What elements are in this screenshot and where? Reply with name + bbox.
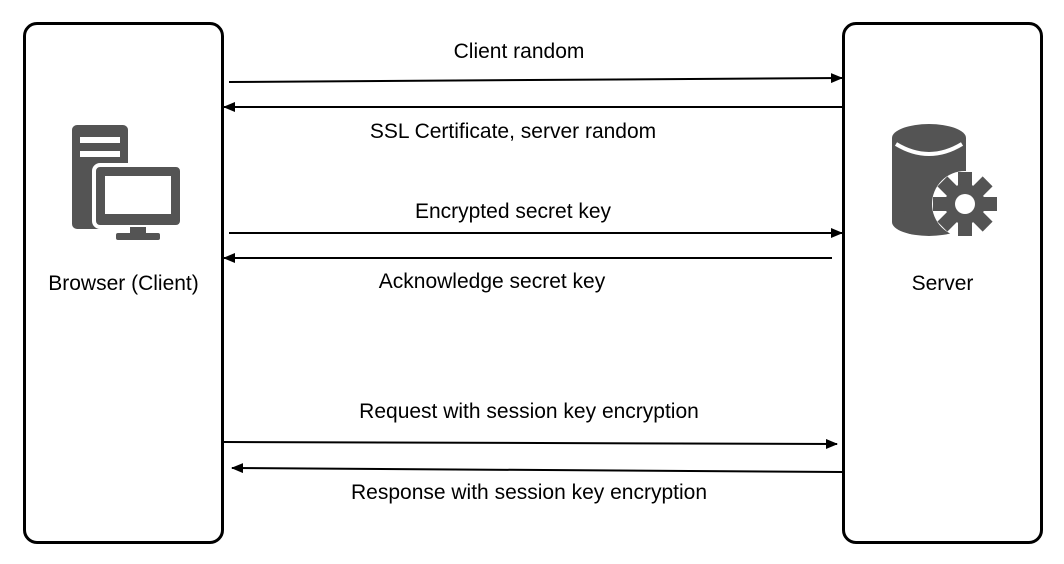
computer-icon xyxy=(72,125,182,240)
message-arrow-5 xyxy=(223,438,838,449)
message-arrow-1 xyxy=(228,73,843,84)
message-label-3: Encrypted secret key xyxy=(414,200,612,223)
client-node: Browser (Client) xyxy=(23,22,224,544)
message-label-6: Response with session key encryption xyxy=(350,481,708,504)
database-gear-icon xyxy=(892,124,998,237)
server-label: Server xyxy=(911,272,974,295)
message-label-5: Request with session key encryption xyxy=(359,400,699,423)
message-label-1: Client random xyxy=(453,40,585,63)
message-arrow-6 xyxy=(231,463,843,474)
server-node: Server xyxy=(842,22,1043,544)
message-label-4: Acknowledge secret key xyxy=(378,270,606,293)
client-label: Browser (Client) xyxy=(48,272,199,295)
message-label-2: SSL Certificate, server random xyxy=(369,120,657,143)
